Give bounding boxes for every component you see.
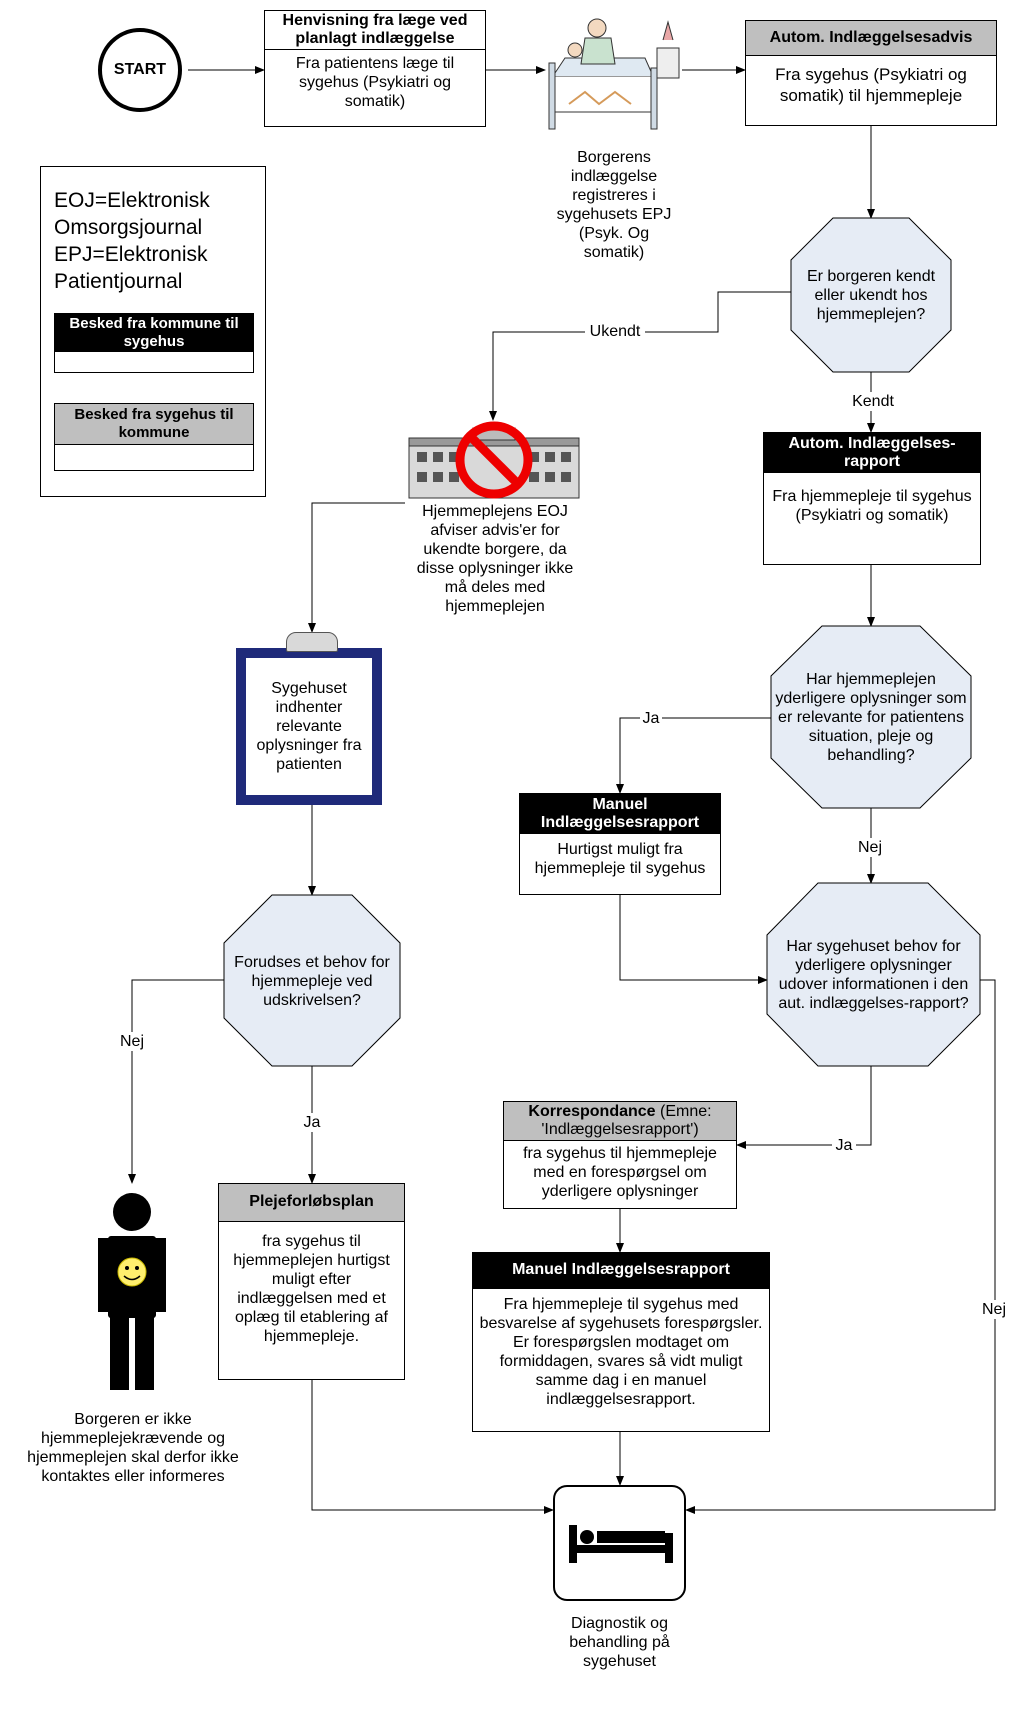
- start-label: START: [113, 61, 167, 78]
- citizen-figure-icon: [98, 1193, 166, 1390]
- arrow-nej-citizen: [128, 979, 224, 1184]
- clipboard-clip: [286, 632, 338, 652]
- advis-box: Autom. Indlæggelsesadvis Fra sygehus (Ps…: [745, 20, 997, 126]
- label-kendt: Kendt: [845, 392, 901, 411]
- auto-report-header: Autom. Indlæggelses-rapport: [764, 433, 980, 473]
- correspondence-header-bold: Korrespondance: [528, 1103, 656, 1120]
- care-plan-body: fra sygehus til hjemmeplejen hurtigst mu…: [233, 1233, 390, 1345]
- patient-in-bed-illustration: [548, 18, 680, 130]
- care-plan-box: Plejeforløbsplan fra sygehus til hjemmep…: [218, 1183, 405, 1380]
- end-node: [553, 1485, 686, 1601]
- manual-report-1-header: Manuel Indlæggelsesrapport: [520, 794, 720, 834]
- manual-report-2-box: Manuel Indlæggelsesrapport Fra hjemmeple…: [472, 1252, 770, 1432]
- label-nej-3: Nej: [976, 1300, 1012, 1319]
- referral-body: Fra patientens læge til sygehus (Psykiat…: [295, 55, 455, 110]
- legend-sygehus-entry: Besked fra sygehus til kommune: [54, 403, 254, 471]
- auto-report-body: Fra hjemmepleje til sygehus (Psykiatri o…: [772, 488, 972, 524]
- eoj-reject-text: Hjemmeplejens EOJ afviser advis'er for u…: [405, 502, 585, 616]
- decision-known-text: Er borgeren kendt eller ukendt hos hjemm…: [806, 267, 936, 323]
- label-ja-3: Ja: [832, 1136, 856, 1155]
- label-ja-2: Ja: [298, 1113, 326, 1132]
- clipboard-text: Sygehuset indhenter relevante oplysninge…: [256, 680, 362, 773]
- arrow-ja-correspondence: [736, 1066, 872, 1149]
- referral-header: Henvisning fra læge ved planlagt indlægg…: [265, 11, 485, 50]
- arrow-ja1: [616, 717, 771, 794]
- decision-home-care-shape: [223, 894, 401, 1067]
- auto-report-box: Autom. Indlæggelses-rapport Fra hjemmepl…: [763, 432, 981, 565]
- label-nej-2: Nej: [115, 1032, 149, 1051]
- arrow-manual1-to-decision4: [619, 895, 768, 984]
- clipboard-icon: Sygehuset indhenter relevante oplysninge…: [236, 648, 382, 805]
- legend-sygehus-header: Besked fra sygehus til kommune: [55, 404, 253, 445]
- arrow-reject-to-clipboard: [308, 502, 410, 633]
- care-plan-header: Plejeforløbsplan: [219, 1184, 404, 1222]
- advis-header: Autom. Indlæggelsesadvis: [746, 21, 996, 56]
- legend-kommune-entry: Besked fra kommune til sygehus: [54, 313, 254, 373]
- arrow-careplan-to-end: [311, 1380, 554, 1514]
- start-node: START: [98, 28, 182, 112]
- manual-report-2-header: Manuel Indlæggelsesrapport: [473, 1253, 769, 1289]
- decision-hospital-need-shape: [766, 882, 981, 1067]
- correspondence-box: Korrespondance (Emne: 'Indlæggelsesrappo…: [503, 1101, 737, 1209]
- label-nej-1: Nej: [852, 838, 888, 857]
- bed-icon: [569, 1525, 673, 1563]
- arrow-nej-to-end: [685, 979, 996, 1514]
- referral-box: Henvisning fra læge ved planlagt indlægg…: [264, 10, 486, 127]
- decision-hospital-need-text: Har sygehuset behov for yderligere oplys…: [778, 938, 969, 1012]
- legend-eoj: EOJ=Elektronisk Omsorgsjournal: [54, 189, 210, 239]
- decision-more-info-text: Har hjemmeplejen yderligere oplysninger …: [775, 670, 967, 764]
- arrow-ukendt: [489, 291, 791, 421]
- advis-body: Fra sygehus (Psykiatri og somatik) til h…: [775, 65, 967, 105]
- correspondence-header: Korrespondance (Emne: 'Indlæggelsesrappo…: [504, 1102, 736, 1141]
- legend-kommune-header: Besked fra kommune til sygehus: [55, 314, 253, 352]
- label-ukendt: Ukendt: [585, 322, 645, 341]
- manual-report-2-body: Fra hjemmepleje til sygehus med besvarel…: [479, 1296, 763, 1408]
- correspondence-header-rest: (Emne: 'Indlæggelsesrapport'): [541, 1103, 712, 1138]
- correspondence-body: fra sygehus til hjemmepleje med en fores…: [523, 1145, 717, 1200]
- registration-text: Borgerens indlæggelse registreres i syge…: [553, 148, 675, 262]
- decision-known-shape: [790, 217, 952, 373]
- manual-report-1-box: Manuel Indlæggelsesrapport Hurtigst muli…: [519, 793, 721, 895]
- rejected-building-icon: [408, 421, 580, 499]
- manual-report-1-body: Hurtigst muligt fra hjemmepleje til syge…: [534, 841, 706, 877]
- legend-box: EOJ=Elektronisk Omsorgsjournal EPJ=Elekt…: [40, 166, 266, 497]
- end-text: Diagnostik og behandling på sygehuset: [555, 1614, 684, 1671]
- citizen-text: Borgeren er ikke hjemmeplejekrævende og …: [8, 1410, 258, 1486]
- decision-more-info-shape: [770, 625, 972, 809]
- decision-home-care-text: Forudses et behov for hjemmepleje ved ud…: [234, 953, 390, 1009]
- legend-epj: EPJ=Elektronisk Patientjournal: [54, 243, 208, 293]
- clipboard-paper: [246, 658, 372, 795]
- label-ja-1: Ja: [640, 709, 662, 728]
